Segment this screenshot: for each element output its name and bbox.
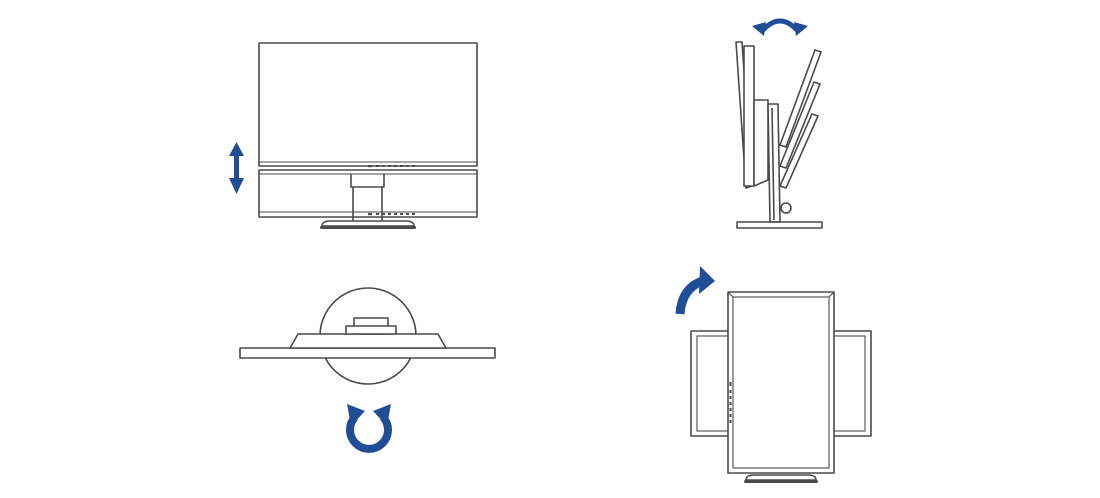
monitor-screen-side (743, 45, 755, 187)
stand-base-side (736, 221, 823, 229)
osd-buttons-upper (368, 165, 415, 168)
tilt-adjustment-panel (735, 18, 823, 229)
tilt-ghost-back-1 (779, 49, 822, 148)
monitor-pivot-view (690, 291, 872, 483)
pivot-stand-foot (744, 480, 818, 483)
vertical-double-arrow-icon (229, 142, 244, 194)
swivel-adjustment-panel (239, 287, 496, 453)
osd-buttons-side (729, 382, 732, 423)
stand-base (321, 220, 415, 227)
rear-housing (289, 333, 447, 349)
monitor-screen (258, 42, 478, 167)
portrait-monitor (727, 291, 835, 474)
tilt-arc-arrow-icon (752, 18, 808, 36)
cable-clip (780, 202, 792, 214)
monitor-top-view (239, 287, 496, 385)
tilt-ghost-back-3 (779, 113, 819, 189)
monitor-lower-frame (258, 169, 478, 218)
portrait-monitor-inner (732, 296, 830, 469)
height-adjustment-panel (229, 42, 478, 229)
monitor-top-body (239, 347, 496, 359)
osd-buttons-lower (368, 213, 415, 216)
pivot-stand-base (745, 474, 817, 481)
stand-base-foot (320, 226, 416, 229)
stand-neck-top (350, 174, 385, 188)
tilt-ghost-back-2 (779, 81, 821, 169)
pivot-adjustment-panel (675, 266, 872, 483)
monitor-front-view (258, 42, 478, 229)
stand-mount (345, 325, 397, 335)
monitor-hinge (753, 99, 769, 187)
circular-arrow-icon (346, 404, 392, 453)
monitor-side-view (735, 41, 823, 229)
curved-rotate-arrow-icon (675, 266, 715, 315)
stand-post-edge (771, 107, 775, 221)
